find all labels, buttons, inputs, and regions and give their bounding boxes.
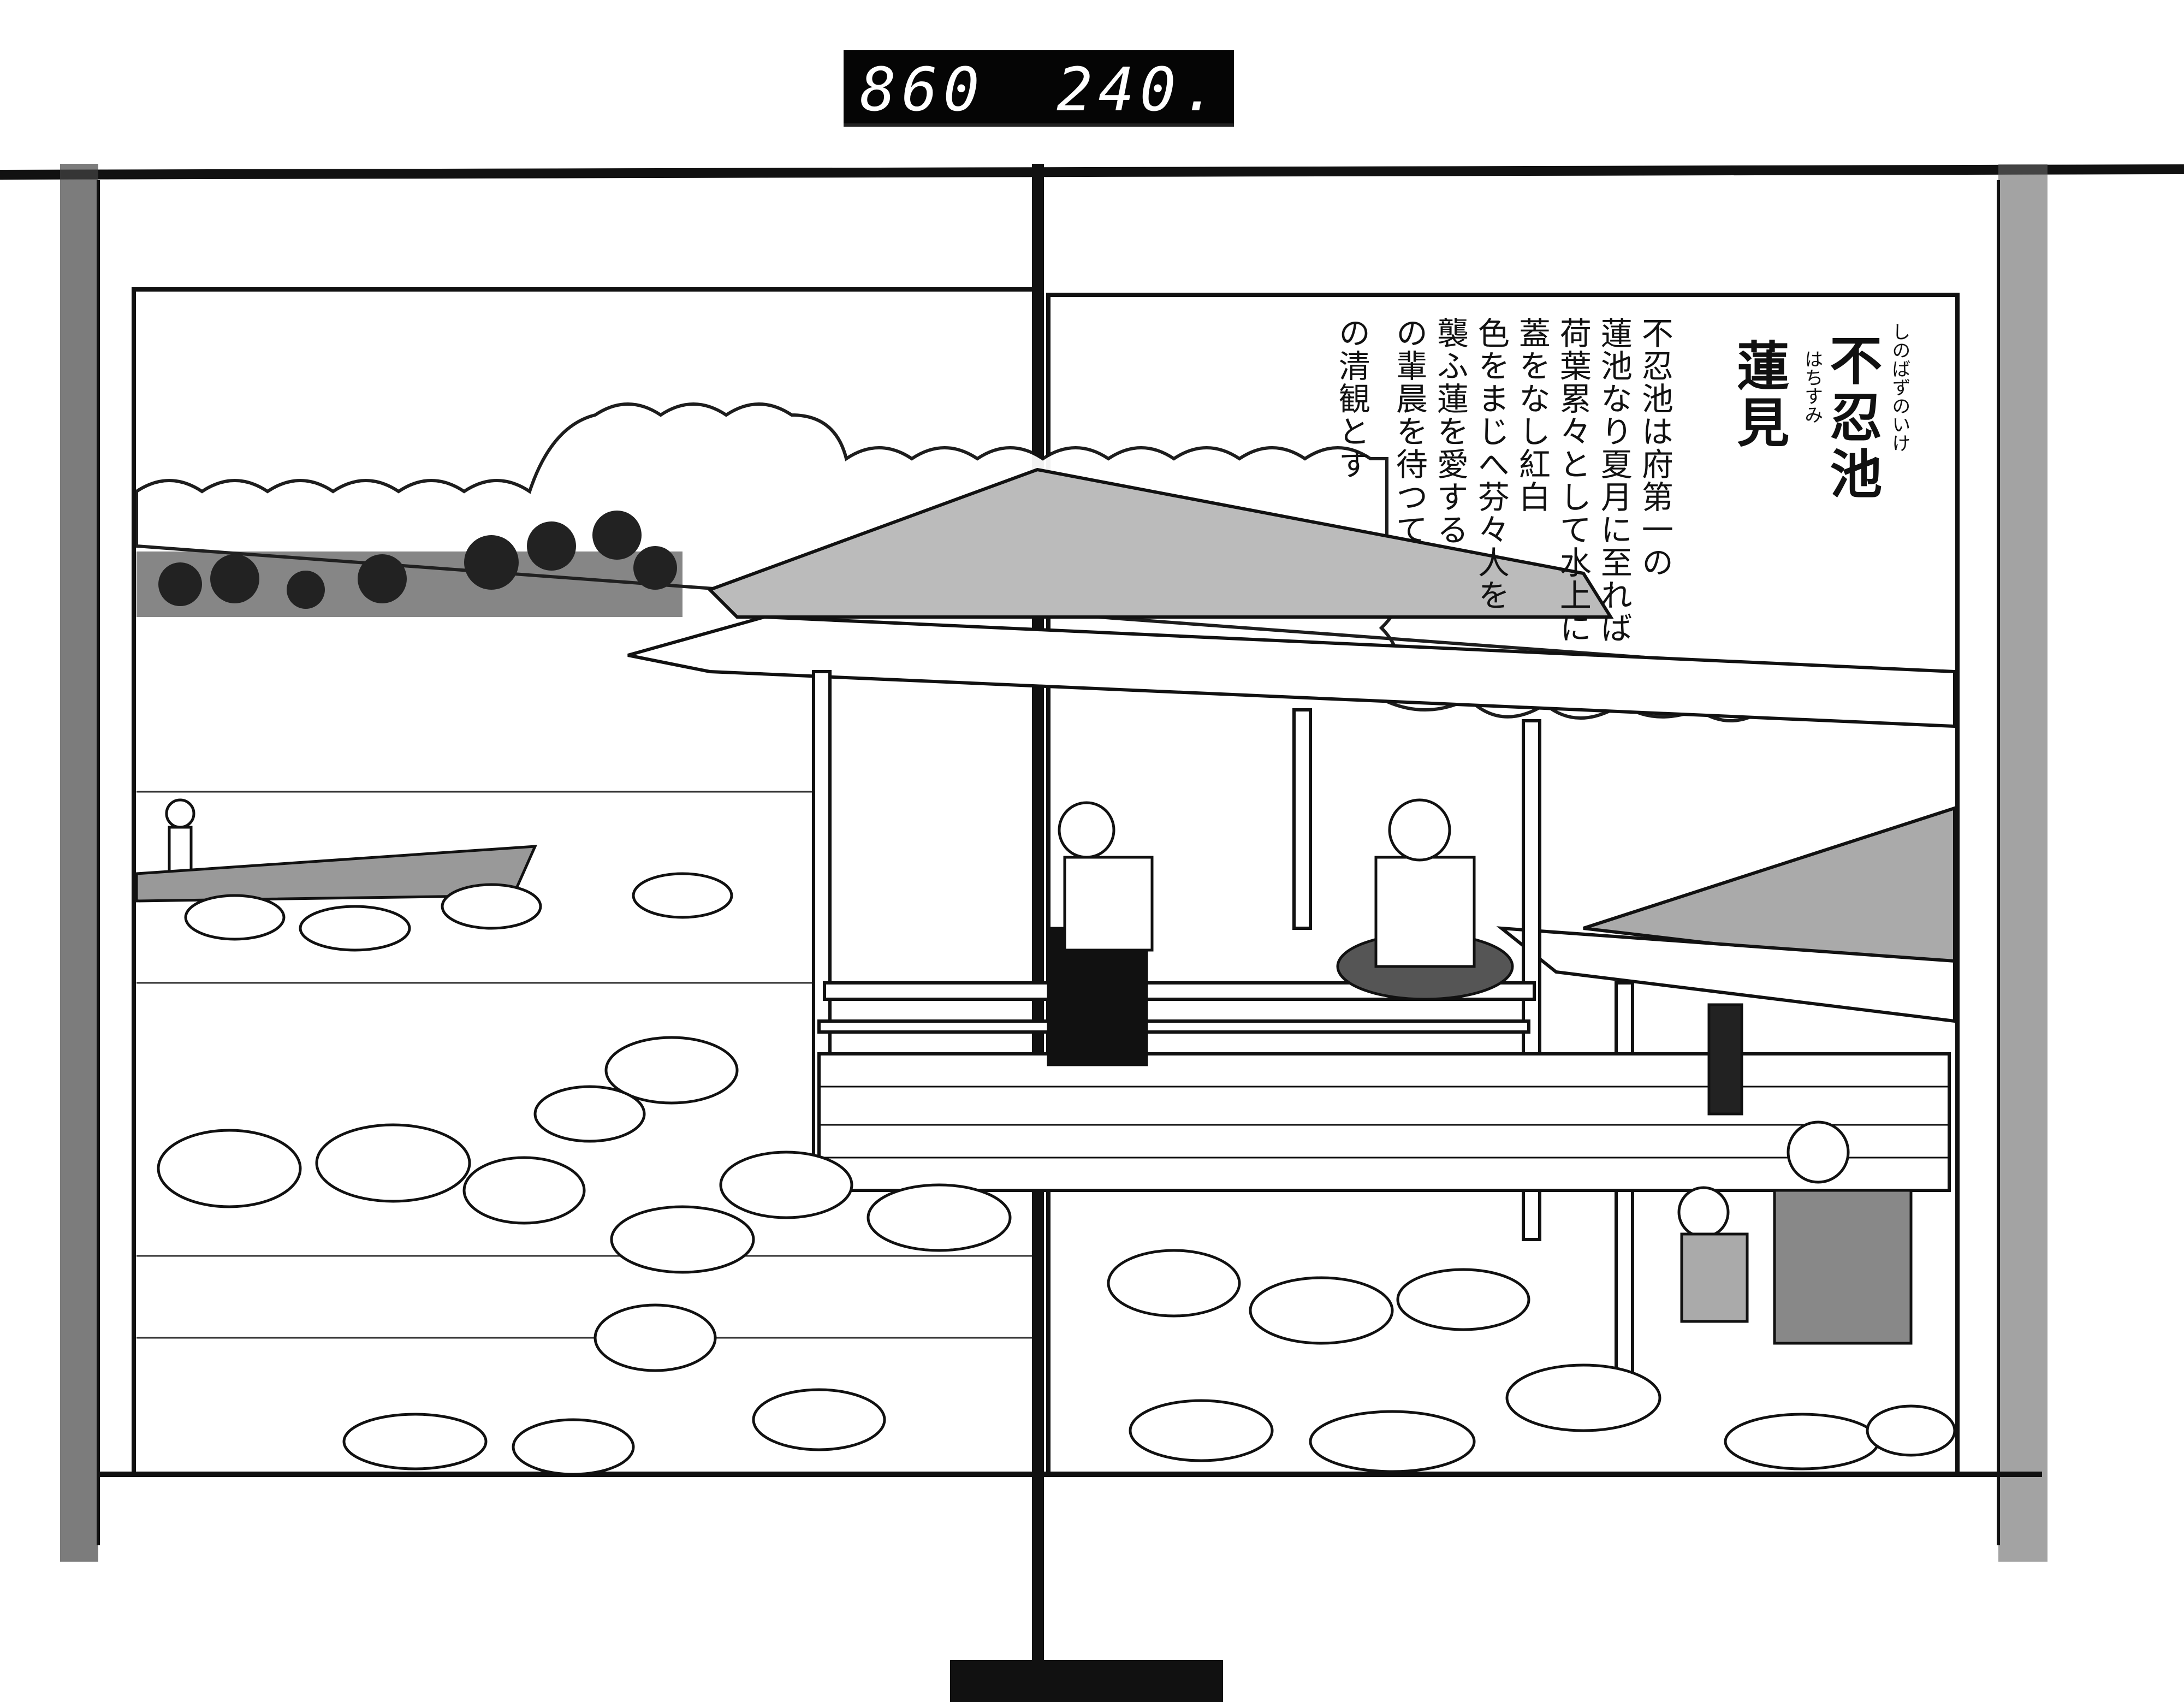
- title-reading: しのばずのいけ: [1888, 322, 1910, 452]
- reel-frame-counter: 860 240.: [844, 50, 1234, 127]
- body-line-3: 荷葉累々として水上に: [1554, 317, 1592, 644]
- body-line-4: 蓋をなし紅白: [1513, 317, 1551, 513]
- body-line-6: 襲ふ蓮を愛する: [1431, 317, 1469, 546]
- body-line-5: 色をまじへ芬々人を: [1472, 317, 1510, 612]
- body-line-8: の清観とす: [1333, 317, 1370, 481]
- counter-right: 240.: [1057, 55, 1223, 124]
- subtitle: 蓮見: [1728, 339, 1790, 452]
- figures: [135, 798, 1913, 1345]
- lotus-leaves: [157, 872, 1956, 1476]
- body-line-7: の輩晨を待つて: [1390, 317, 1428, 546]
- distant-trees: [136, 511, 682, 617]
- pavilion: [627, 467, 1956, 1421]
- scan-artifact: [950, 1660, 1223, 1702]
- subtitle-reading: はちすみ: [1801, 349, 1823, 424]
- body-line-1: 不忍池は府第一の: [1636, 317, 1673, 579]
- counter-left: 860: [860, 55, 985, 124]
- title: 不忍池: [1820, 333, 1883, 503]
- body-line-2: 蓮池なり夏月に至れば: [1595, 317, 1633, 644]
